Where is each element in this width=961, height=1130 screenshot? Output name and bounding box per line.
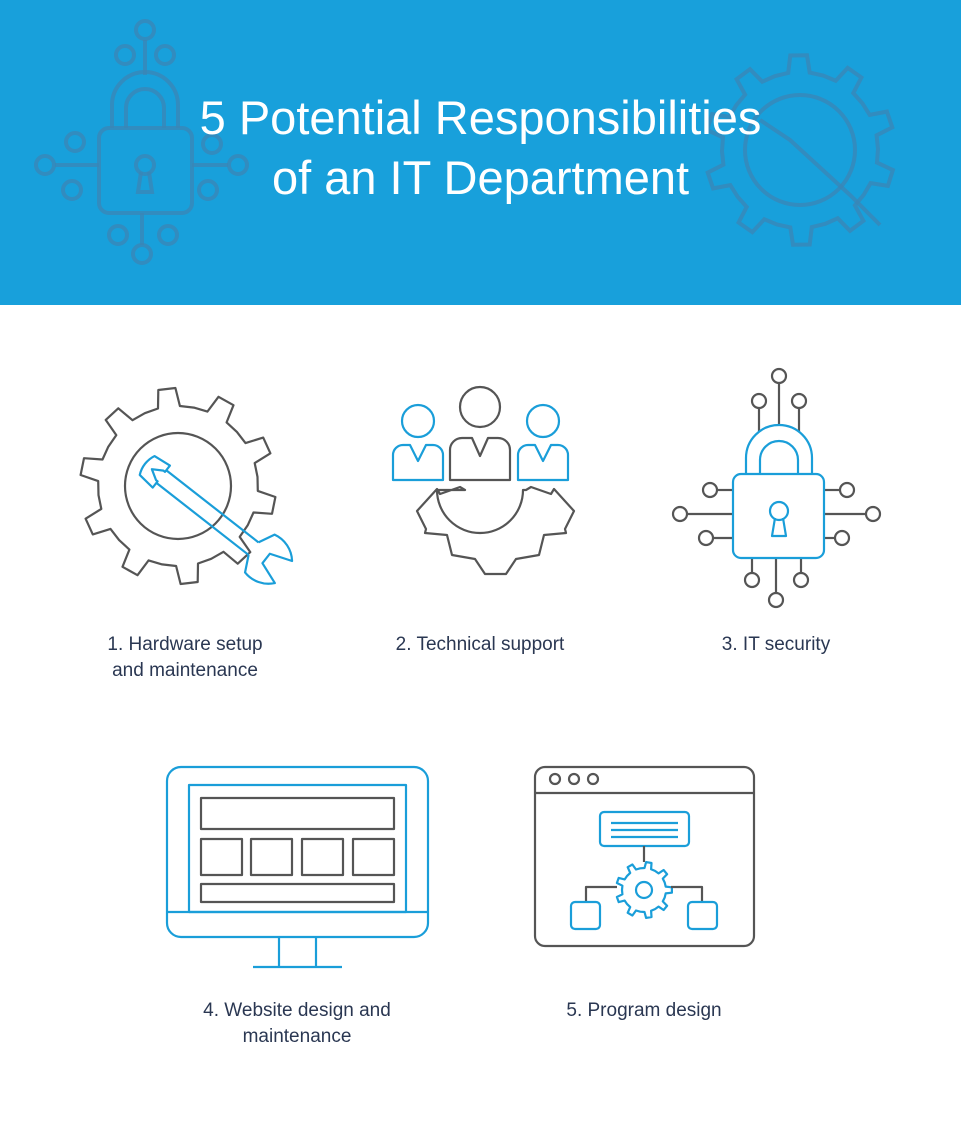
- item-label-technical-support: 2. Technical support: [350, 632, 610, 658]
- item-label-it-security: 3. IT security: [646, 632, 906, 658]
- label-line: 1. Hardware setup: [107, 634, 263, 655]
- label-line: 5. Program design: [566, 1000, 722, 1021]
- faded-lock-icon: [34, 19, 249, 265]
- item-label-program-design: 5. Program design: [514, 998, 774, 1024]
- header-banner: 5 Potential Responsibilities of an IT De…: [0, 0, 961, 305]
- label-line: 2. Technical support: [395, 634, 565, 655]
- title-line-2: of an IT Department: [271, 151, 690, 204]
- title-line-1: 5 Potential Responsibilities: [199, 91, 762, 144]
- label-line: and maintenance: [112, 660, 258, 681]
- item-label-website-design: 4. Website design and maintenance: [167, 998, 427, 1050]
- label-line: maintenance: [242, 1026, 352, 1047]
- page-title: 5 Potential Responsibilities of an IT De…: [0, 88, 961, 208]
- faded-gear-wrench-icon: [704, 53, 896, 247]
- label-line: 4. Website design and: [203, 1000, 391, 1021]
- header-decoration-icons: [34, 19, 896, 265]
- label-line: 3. IT security: [721, 634, 831, 655]
- item-label-hardware: 1. Hardware setup and maintenance: [55, 632, 315, 684]
